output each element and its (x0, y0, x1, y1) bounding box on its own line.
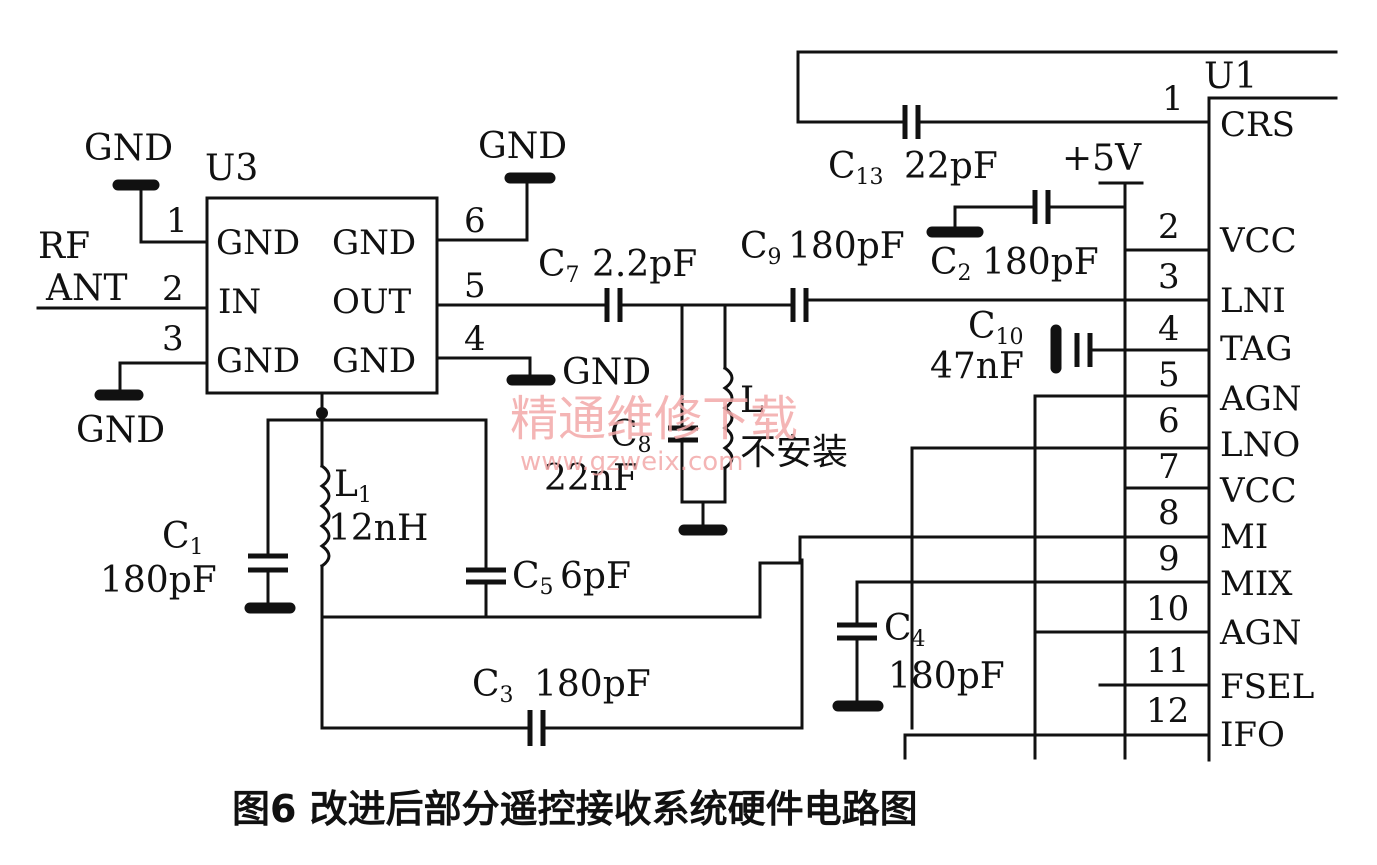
u3-pin2-label: IN (218, 282, 261, 322)
ant-label: ANT (45, 268, 128, 309)
u1-pin-num: 6 (1158, 401, 1180, 441)
u1-pin-label: LNI (1220, 281, 1286, 321)
u1-pin-num: 8 (1158, 493, 1180, 533)
c2-wire-left (953, 205, 1037, 232)
u1-pin-num: 12 (1146, 691, 1189, 731)
u3-pin6-label: GND (332, 223, 416, 263)
u3-pin1-num: 1 (166, 201, 188, 241)
gnd-label: GND (562, 352, 651, 393)
u1-pin-num: 5 (1158, 355, 1180, 395)
u1-pin-num: 4 (1158, 309, 1180, 349)
u1-pin-labels: CRS VCC LNI TAG AGN LNO VCC MI MIX AGN F… (1219, 105, 1314, 755)
u1-body (1207, 96, 1338, 762)
u3-pin3-label: GND (216, 341, 300, 381)
u1-pin-numbers: 1 2 3 4 5 6 7 8 9 10 11 12 (1146, 79, 1189, 731)
u3-pin3-num: 3 (162, 319, 184, 359)
agn-bus (1033, 394, 1211, 760)
u3-pin1-label: GND (216, 223, 300, 263)
l1-coil (319, 463, 331, 569)
u1-pin-label: MIX (1220, 564, 1293, 604)
c8-letter: C8 (610, 414, 652, 458)
not-installed-label: 不安装 (740, 432, 848, 473)
l-letter: L (740, 380, 764, 421)
u3-pin2-num: 2 (162, 269, 184, 309)
u1-pin-num: 11 (1146, 641, 1189, 681)
u3-pin5-label: OUT (332, 282, 412, 322)
c5-value: 6pF (560, 556, 631, 597)
u1-pin-label: VCC (1219, 221, 1297, 261)
l-coil (722, 365, 734, 471)
u1-pin-label: MI (1220, 517, 1268, 557)
figure-caption: 图6 改进后部分遥控接收系统硬件电路图 (232, 787, 918, 831)
c1-letter: C1 (162, 516, 204, 560)
u1-pin-label: LNO (1220, 425, 1300, 465)
u1-pin-label: TAG (1220, 329, 1293, 369)
u3-pin4-wire (435, 356, 532, 380)
crs-loop-wire (796, 50, 1338, 124)
rf-label: RF (38, 226, 90, 267)
c4-letter: C4 (884, 608, 926, 652)
c13-letter: C13 (828, 146, 884, 190)
u3-pin6-num: 6 (464, 201, 486, 241)
u3-pin4-label: GND (332, 341, 416, 381)
gnd-label: GND (478, 126, 567, 167)
u1-pin-num: 2 (1158, 207, 1180, 247)
gnd-label: GND (76, 410, 165, 451)
u3-name: U3 (205, 148, 258, 189)
mi-wire (320, 535, 1211, 619)
u3-pin1-wire (139, 183, 209, 244)
c7-value: 2.2pF (592, 244, 697, 285)
u1-pin-label: IFO (1220, 715, 1285, 755)
c8-value: 22nF (544, 458, 638, 499)
u3-pin6-wire (435, 176, 529, 242)
u1-name: U1 (1204, 56, 1257, 97)
c10-letter: C10 (968, 306, 1024, 350)
c3-wire-right (541, 558, 804, 730)
gnd-label: GND (84, 128, 173, 169)
l1-value: 12nH (328, 508, 428, 549)
c4-value: 180pF (888, 656, 1005, 697)
c2-letter: C2 (930, 242, 972, 286)
c9-value: 180pF (788, 226, 905, 267)
c13-value: 22pF (904, 146, 998, 187)
u1-pin-label: CRS (1220, 105, 1295, 145)
vplus-label: +5V (1062, 138, 1142, 179)
c9-letter: C9 (740, 226, 782, 270)
u1-pin-num: 9 (1158, 539, 1180, 579)
u3-pin5-num: 5 (464, 266, 486, 306)
c5-letter: C5 (512, 556, 554, 600)
u1-pin-label: FSEL (1220, 667, 1314, 707)
u3-pin3-wire (118, 361, 209, 397)
c10-value: 47nF (930, 346, 1024, 387)
watermark-url: www.gzweix.com (520, 447, 744, 477)
u1-pin-num: 3 (1158, 257, 1180, 297)
c3-value: 180pF (534, 664, 651, 705)
u1-pin-label: AGN (1219, 379, 1301, 419)
u1-pin-num: 10 (1146, 589, 1189, 629)
u1-pin-num: 1 (1162, 79, 1184, 119)
u1-pin-num: 7 (1158, 447, 1180, 487)
c7-letter: C7 (538, 244, 580, 288)
watermark-text: 精通维修下载 (510, 391, 798, 447)
u1-pin-label: VCC (1219, 471, 1297, 511)
u3-pin4-num: 4 (464, 319, 486, 359)
u1-pin-label: AGN (1219, 613, 1301, 653)
c1-value: 180pF (100, 560, 217, 601)
c2-value: 180pF (982, 242, 1099, 283)
c4-wire-top (855, 580, 1211, 627)
lno-wire (910, 446, 1211, 730)
l1-letter: L1 (334, 464, 372, 508)
c3-letter: C3 (472, 664, 514, 708)
